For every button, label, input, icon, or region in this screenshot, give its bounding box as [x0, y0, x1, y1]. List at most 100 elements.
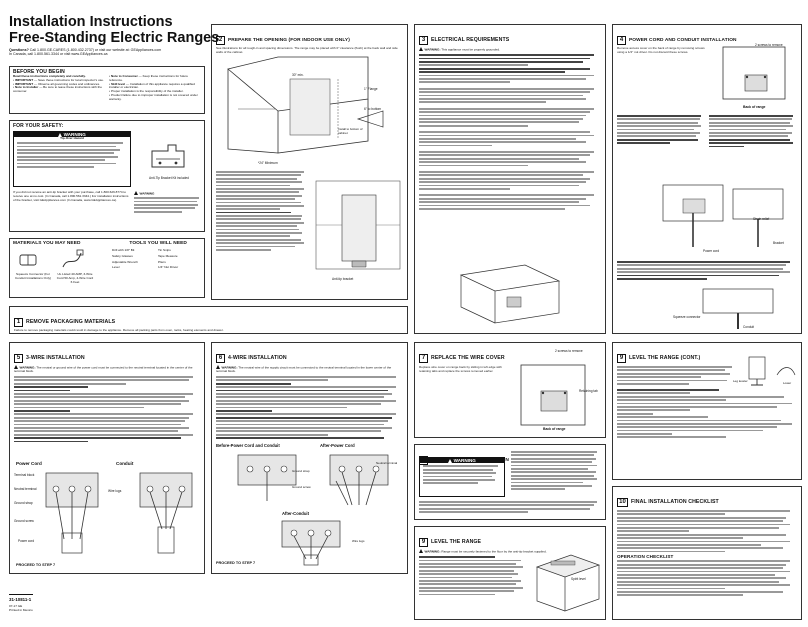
conduit-diagram — [702, 288, 774, 329]
section-8-warning-lines — [420, 463, 504, 487]
section-4-cord-text — [617, 115, 797, 179]
s4-label-back: Back of range — [743, 105, 766, 109]
skill-level: Skill level — [110, 81, 126, 86]
s7-label-tab: Retaining tab — [579, 389, 598, 393]
operation-checklist-heading: OPERATION CHECKLIST — [617, 554, 674, 560]
section-5-body-lines — [14, 376, 200, 443]
tip-over-title: Tip-Over Hazard — [60, 136, 84, 141]
s4-label-squeeze: Squeeze connector — [673, 315, 701, 319]
questions-lead: Questions? — [9, 48, 29, 52]
section-4-text: Remove access cover on the back of range… — [617, 46, 705, 54]
section-10-operation-lines — [617, 560, 797, 597]
section-4-title: POWER CORD AND CONDUIT INSTALLATION — [629, 38, 737, 43]
tip-over-text-lines — [14, 141, 130, 170]
tool-8: 1/4" Nut Driver — [158, 265, 179, 270]
materials-headings: MATERIALS YOU MAY NEED TOOLS YOU WILL NE… — [13, 241, 201, 246]
section-5-warning-text: The neutral or ground wire of the power … — [14, 365, 193, 374]
section-4-conduit-text — [617, 261, 797, 287]
section-9-steps — [419, 556, 527, 596]
section-1-text: Failure to remove packaging materials co… — [14, 328, 224, 332]
section-7-text: Replace wire cover on range back by slid… — [419, 365, 502, 373]
s6-proceed: PROCEED TO STEP 7 — [216, 561, 256, 565]
second-warning-label: WARNING — [139, 191, 155, 196]
document-title: Installation Instructions Free-Standing … — [9, 14, 219, 46]
four-wire-after-cord-diagram — [329, 454, 389, 506]
section-2-text: See illustrations for all rough-in and s… — [216, 46, 398, 54]
section-8-body-lines — [511, 451, 601, 492]
section-3-body-lines — [419, 54, 601, 210]
failure-text: Product failure due to improper installa… — [109, 92, 198, 101]
rating-plate-diagram — [459, 264, 561, 324]
s9-label-leg-leveler: Leg leveler — [733, 379, 748, 383]
important-1: IMPORTANT — [14, 77, 34, 82]
section-10-number: 10 — [617, 498, 628, 507]
s6-heading-after-cord: After-Power Cord — [320, 443, 355, 448]
s6-heading-before: Before-Power Cord and Conduit — [216, 443, 280, 448]
section-5-title: 3-WIRE INSTALLATION — [26, 355, 85, 361]
section-3-number: 3 — [419, 36, 428, 45]
power-cord-icon — [62, 249, 84, 268]
tip-over-warning-label: WARNING — [63, 132, 86, 137]
section-9-cont-number: 9 — [617, 354, 626, 363]
section-5-warning-label: WARNING: — [19, 365, 36, 370]
s2-label-bottom: 6" to bottom — [364, 107, 382, 111]
s5-label-terminal-block: Terminal block — [14, 473, 35, 477]
section-5-warning: WARNING: The neutral or ground wire of t… — [14, 365, 200, 374]
before-heading: BEFORE YOU BEGIN — [13, 69, 65, 75]
strain-relief-diagram — [662, 184, 784, 247]
proper-install-text: Proper installation is the responsibilit… — [110, 89, 184, 94]
tools-list: Drill with 1/8" Bit Tin Snips Safety Gla… — [112, 248, 204, 270]
anti-tip-caption: Anti-Tip Bracket Kit included — [149, 176, 189, 180]
tip-over-warning-box: WARNING Tip-Over Hazard — [13, 131, 131, 187]
s5-proceed: PROCEED TO STEP 7 — [16, 563, 56, 567]
section-9-title: LEVEL THE RANGE — [431, 539, 482, 545]
section-8-bottom-lines — [419, 501, 601, 515]
cabinet-opening-diagram — [227, 56, 384, 154]
second-warning-lines — [134, 196, 202, 213]
section-7-title: REPLACE THE WIRE COVER — [431, 355, 505, 361]
tool-2: Tin Snips — [158, 248, 171, 252]
tool-7: Level — [112, 265, 120, 270]
section-3-warning-text: This appliance must be properly grounded… — [441, 47, 500, 52]
s4-label-conduit: Conduit — [743, 325, 754, 329]
s6-heading-after-conduit: After-Conduit — [282, 511, 309, 516]
anti-tip-contact-text: If you did not receive an anti-tip brack… — [13, 190, 129, 202]
four-wire-after-conduit-diagram — [281, 520, 341, 566]
section-8-warning-header: WARNING — [420, 458, 504, 464]
section-3-title: ELECTRICAL REQUIREMENTS — [431, 37, 510, 43]
section-4-number: 4 — [617, 36, 626, 45]
questions-us: Call 1.800.GE.CARES (1.800.432.2737) or … — [29, 48, 162, 52]
note-consumer: Note to Consumer — [110, 74, 138, 78]
tools-heading: TOOLS YOU WILL NEED — [129, 241, 187, 246]
s5-label-power-cord-bottom: Power cord — [18, 539, 35, 543]
section-2-title: PREPARE THE OPENING (FOR INDOOR USE ONLY… — [228, 38, 350, 43]
section-6-body-lines — [216, 376, 403, 439]
s4-label-screws: 2 screws to remove — [755, 43, 783, 47]
section-2-number: 2 — [216, 36, 225, 45]
section-6-warning: WARNING: The neutral wire of the supply … — [216, 365, 403, 374]
section-6-number: 6 — [216, 354, 225, 363]
skill-level-text: — Installation of this appliance require… — [109, 81, 195, 90]
warning-triangle-icon — [419, 549, 423, 553]
footer-code: 31-10811-1 — [9, 594, 33, 602]
title-line-1: Installation Instructions — [9, 14, 173, 30]
section-8-warning-label: WARNING — [453, 458, 476, 463]
warning-triangle-icon — [448, 458, 453, 463]
second-warning-box: WARNING — [134, 191, 202, 229]
material-item-2: UL Listed 40 AMP, 3-Wire Cord 50 Amp, 4-… — [56, 272, 94, 284]
leg-leveler-diagram — [748, 356, 796, 386]
